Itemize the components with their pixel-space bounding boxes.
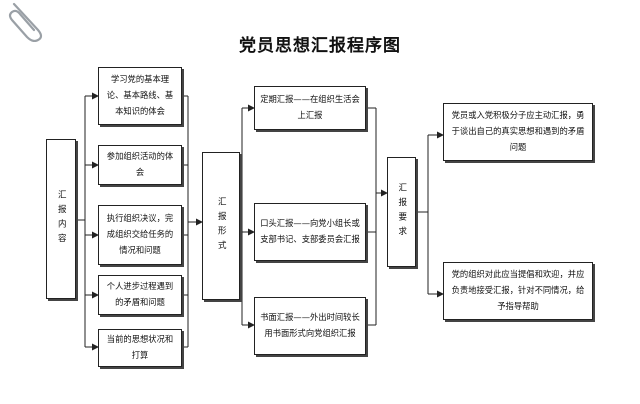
box-content-current-thoughts: 当前的思想状况和打算 (98, 329, 182, 367)
box-content-progress: 个人进步过程遇到的矛盾和问题 (98, 275, 182, 315)
box-req-organization: 党的组织对此应当提倡和欢迎，并应负责地接受汇报，针对不同情况，给予指导帮助 (443, 262, 593, 320)
box-content-activities: 参加组织活动的体会 (98, 145, 182, 185)
box-form-written: 书面汇报——外出时间较长用书面形式向党组织汇报 (254, 297, 366, 355)
box-report-requirements: 汇报要求 (387, 157, 416, 267)
paperclip-icon (8, 2, 43, 42)
box-report-form: 汇报形式 (202, 152, 240, 300)
box-form-oral: 口头汇报——向党小组长或支部书记、支部委员会汇报 (254, 203, 366, 261)
box-content-resolutions: 执行组织决议，完成组织交给任务的情况和问题 (98, 205, 182, 265)
box-form-regular: 定期汇报——在组织生活会上汇报 (254, 86, 366, 130)
box-req-member: 党员或入党积极分子应主动汇报，勇于谈出自己的真实思想和遇到的矛盾问题 (443, 103, 593, 161)
page-title: 党员思想汇报程序图 (239, 36, 401, 56)
box-content-theory: 学习党的基本理论、基本路线、基本知识的体会 (98, 67, 182, 125)
box-report-content: 汇报内容 (46, 139, 76, 299)
